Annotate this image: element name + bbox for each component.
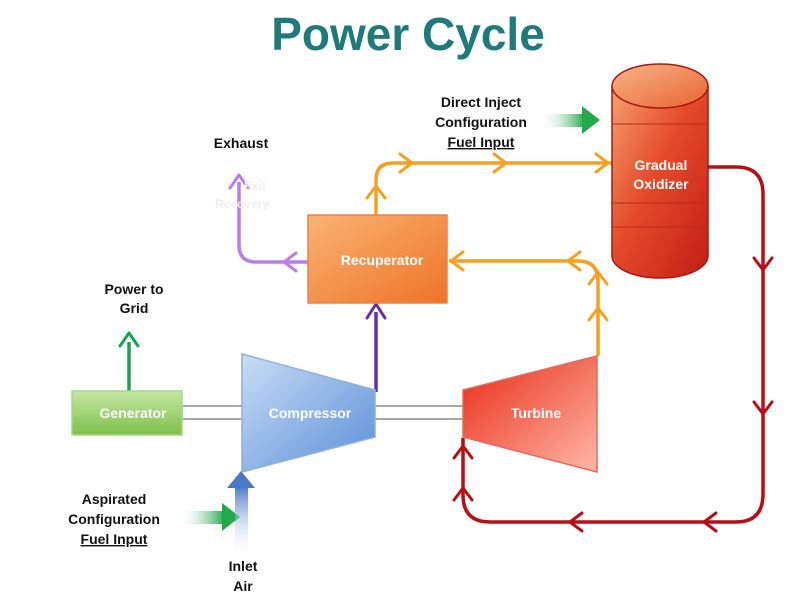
aspirated-label: Aspirated Configuration Fuel Input (68, 491, 160, 547)
compressor: Compressor (241, 353, 376, 473)
power-label-line1: Power to (104, 281, 163, 297)
aspirated-label-line3: Fuel Input (81, 531, 148, 547)
svg-text:Exit: Exit (244, 179, 266, 193)
direct-label-line1: Direct Inject (441, 94, 521, 110)
purple-flow-line (365, 302, 387, 392)
direct-inject-fuel-arrow (540, 106, 600, 134)
gradual-oxidizer: Gradual Oxidizer (611, 63, 709, 279)
turbine: Turbine (462, 355, 598, 473)
oxidizer-label-line2: Oxidizer (633, 176, 689, 192)
compressor-label: Compressor (269, 405, 352, 421)
inlet-label-line2: Air (233, 578, 253, 594)
red-flow-arrowheads (452, 256, 774, 533)
orange-flow-arrowheads (365, 152, 610, 322)
exhaust-flow-line (228, 173, 308, 273)
aspirated-fuel-arrow (178, 503, 240, 531)
power-to-grid-label: Power to Grid (104, 281, 163, 316)
exhaust-label: Exhaust (214, 135, 269, 151)
generator-label: Generator (100, 405, 167, 421)
direct-label-line3: Fuel Input (448, 134, 515, 150)
aspirated-label-line1: Aspirated (82, 491, 147, 507)
oxidizer-label-line1: Gradual (635, 157, 688, 173)
direct-inject-label: Direct Inject Configuration Fuel Input (435, 94, 527, 150)
recuperator: Recuperator (307, 214, 448, 304)
power-label-line2: Grid (120, 300, 149, 316)
aspirated-label-line2: Configuration (68, 511, 160, 527)
inlet-label-line1: Inlet (229, 558, 258, 574)
svg-text:Recovery: Recovery (215, 197, 269, 211)
faint-text: Exit Recovery (215, 179, 269, 211)
page-title: Power Cycle (271, 8, 545, 60)
inlet-air-label: Inlet Air (229, 558, 258, 594)
orange-flow-line (374, 161, 612, 356)
inlet-air-arrow (227, 471, 255, 558)
red-flow-line (461, 165, 765, 524)
direct-label-line2: Configuration (435, 114, 527, 130)
recuperator-label: Recuperator (341, 252, 424, 268)
turbine-label: Turbine (511, 405, 562, 421)
generator: Generator (71, 390, 183, 436)
power-arrow (118, 331, 140, 391)
